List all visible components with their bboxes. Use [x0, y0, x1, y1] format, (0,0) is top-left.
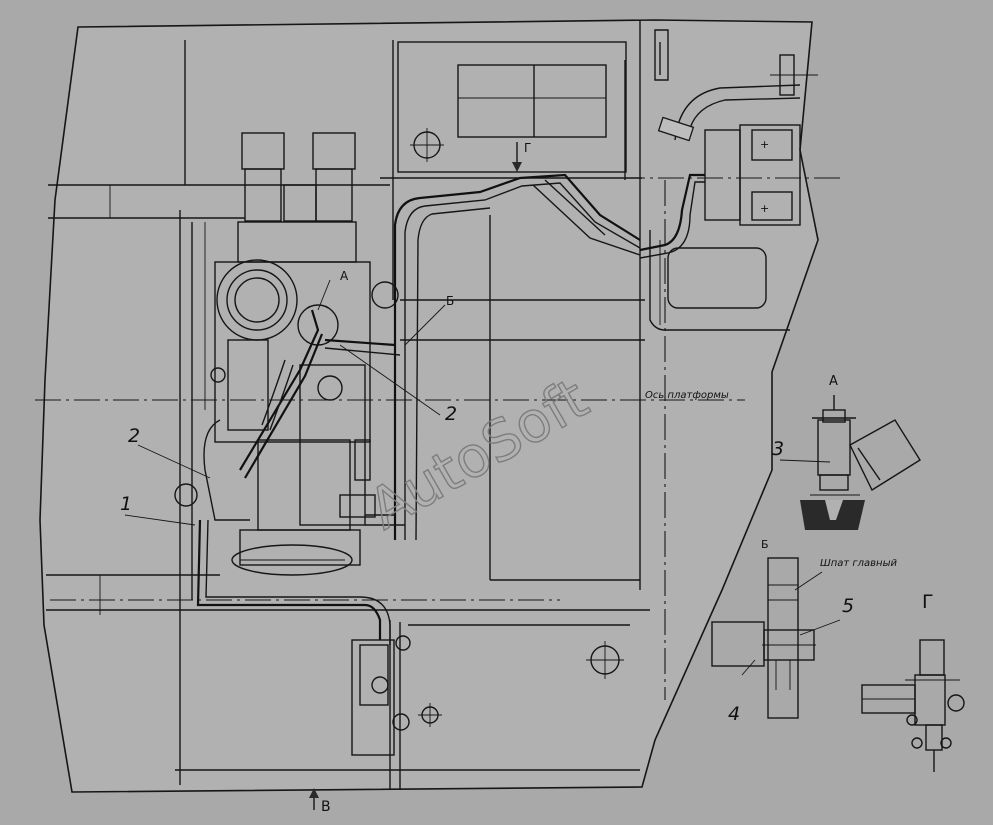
- view-a-marker: A: [340, 269, 349, 283]
- detail-a-title: А: [829, 374, 838, 389]
- top-plate: [397, 41, 627, 173]
- callout-4: 4: [728, 703, 740, 725]
- callout-2-left: 2: [128, 425, 140, 447]
- detail-g-fitting: [861, 639, 965, 772]
- detail-a-injector: [800, 395, 921, 530]
- rear-bracket: [351, 635, 624, 756]
- view-g-arrow: [512, 142, 522, 172]
- svg-text:+: +: [760, 138, 769, 151]
- svg-text:+: +: [760, 202, 769, 215]
- fuel-lines: [196, 173, 705, 645]
- view-b-marker: Б: [446, 294, 454, 308]
- detail-b-clamp: [711, 557, 816, 719]
- detail-b-title: Б: [761, 538, 769, 551]
- callout-3: 3: [772, 438, 784, 460]
- view-v-arrow: [309, 788, 319, 810]
- view-v-marker: В: [321, 799, 331, 815]
- chassis-outline: [39, 19, 819, 793]
- callout-5: 5: [842, 595, 854, 617]
- leader-lines: [124, 279, 841, 676]
- platform-axis-note: Ось платформы: [645, 390, 729, 401]
- frame-grid: [46, 20, 650, 790]
- callout-2-right: 2: [445, 403, 457, 425]
- detail-g-title: Г: [922, 591, 934, 613]
- callout-1: 1: [120, 493, 132, 515]
- frame-member-note: Шпат главный: [820, 558, 897, 569]
- view-g-marker: Г: [524, 141, 531, 155]
